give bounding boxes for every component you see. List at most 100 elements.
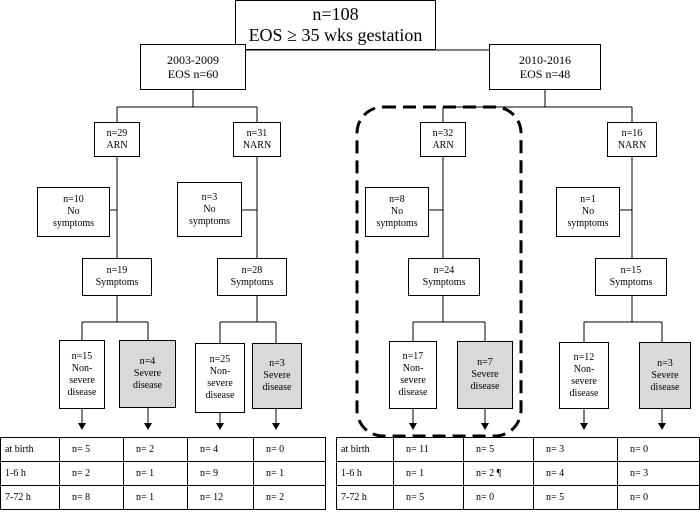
severe-label: Severe [133, 368, 162, 379]
period-eos-count: EOS n=60 [167, 67, 219, 81]
non-severe-label: disease [205, 390, 235, 401]
table-row: 1-6 h n= 1 n= 2 ¶ n= 4 n= 3 [336, 461, 700, 486]
table-row: 7-72 h n= 8 n= 1 n= 12 n= 2 [0, 485, 326, 510]
group-count: n=29 [106, 127, 128, 139]
highlight-dashed-outline [355, 105, 523, 438]
severe-count: n=3 [657, 357, 673, 369]
severe-label: Severe [471, 369, 499, 380]
non-severe-label: disease [569, 387, 599, 399]
table-cell: n= 2 [123, 437, 188, 462]
timing-table-2010-2016: at birth n= 11 n= 5 n= 3 n= 0 1-6 h n= 1… [336, 437, 700, 510]
symptoms-box: n=15 Symptoms [595, 258, 667, 296]
table-cell: n= 1 [393, 461, 464, 486]
group-box-narn-2010: n=16 NARN [607, 122, 657, 157]
symptoms-box: n=28 Symptoms [217, 258, 287, 296]
row-label: at birth [336, 437, 394, 462]
non-severe-label: severe [400, 375, 426, 386]
non-severe-disease-box: n=25 Non- severe disease [195, 343, 245, 413]
non-severe-count: n=15 [71, 350, 93, 362]
no-symptoms-label: symptoms [188, 215, 231, 227]
non-severe-count: n=25 [209, 354, 231, 365]
symptoms-count: n=19 [106, 265, 128, 276]
symptoms-count: n=28 [241, 265, 263, 276]
non-severe-label: Non- [209, 366, 231, 377]
non-severe-label: Non- [71, 362, 93, 374]
table-cell: n= 5 [463, 437, 534, 462]
severe-label: disease [470, 381, 500, 392]
table-cell: n= 2 [253, 485, 326, 510]
table-cell: n= 2 [59, 461, 124, 486]
non-severe-disease-box: n=15 Non- severe disease [59, 340, 105, 409]
symptoms-label: Symptoms [95, 277, 139, 288]
symptoms-label: Symptoms [422, 277, 466, 288]
period-years: 2003-2009 [167, 53, 219, 67]
group-box-arn-2003: n=29 ARN [94, 122, 140, 157]
no-symptoms-box: n=3 No symptoms [177, 182, 242, 237]
non-severe-disease-box: n=12 Non- severe disease [559, 342, 609, 409]
timing-table-2003-2009: at birth n= 5 n= 2 n= 4 n= 0 1-6 h n= 2 … [0, 437, 326, 510]
group-count: n=16 [621, 127, 643, 139]
group-label: ARN [432, 139, 454, 151]
symptoms-label: Symptoms [230, 277, 274, 288]
no-symptoms-label: No [203, 203, 216, 215]
table-cell: n= 9 [187, 461, 254, 486]
no-symptoms-box: n=1 No symptoms [556, 187, 620, 237]
table-cell: n= 0 [617, 437, 700, 462]
no-symptoms-label: symptoms [52, 218, 95, 229]
row-label: at birth [0, 437, 60, 462]
non-severe-label: Non- [573, 363, 595, 375]
non-severe-disease-box: n=17 Non- severe disease [389, 341, 437, 409]
symptoms-label: Symptoms [609, 277, 653, 288]
no-symptoms-label: symptoms [376, 218, 418, 229]
non-severe-label: severe [571, 375, 597, 387]
no-symptoms-count: n=1 [580, 194, 596, 205]
symptoms-box: n=24 Symptoms [408, 258, 480, 296]
non-severe-label: severe [69, 374, 95, 386]
table-cell: n= 4 [533, 461, 618, 486]
table-row: 1-6 h n= 2 n= 1 n= 9 n= 1 [0, 461, 326, 486]
severe-label: disease [133, 380, 162, 391]
severe-disease-box: n=3 Severe disease [252, 343, 302, 409]
table-cell: n= 1 [253, 461, 326, 486]
total-description: EOS ≥ 35 wks gestation [248, 25, 423, 45]
symptoms-count: n=15 [620, 265, 642, 276]
table-row: at birth n= 5 n= 2 n= 4 n= 0 [0, 437, 326, 462]
table-row: at birth n= 11 n= 5 n= 3 n= 0 [336, 437, 700, 462]
no-symptoms-count: n=8 [389, 194, 405, 205]
non-severe-count: n=17 [402, 351, 424, 362]
table-cell: n= 5 [533, 485, 618, 510]
group-box-arn-2010: n=32 ARN [420, 122, 466, 157]
total-count: n=108 [312, 4, 359, 24]
no-symptoms-label: symptoms [567, 218, 609, 229]
severe-disease-box: n=7 Severe disease [457, 341, 513, 409]
group-label: NARN [242, 139, 272, 151]
table-cell: n= 3 [617, 461, 700, 486]
group-count: n=32 [432, 127, 454, 139]
table-cell: n= 5 [59, 437, 124, 462]
severe-disease-box: n=4 Severe disease [119, 340, 176, 408]
severe-count: n=4 [139, 356, 156, 367]
severe-label: disease [650, 381, 680, 393]
symptoms-count: n=24 [433, 265, 455, 276]
table-cell: n= 12 [187, 485, 254, 510]
no-symptoms-label: No [67, 206, 80, 217]
symptoms-box: n=19 Symptoms [82, 258, 152, 296]
table-cell: n= 1 [123, 461, 188, 486]
group-count: n=31 [246, 127, 268, 139]
no-symptoms-count: n=10 [63, 194, 84, 205]
group-label: NARN [617, 139, 647, 151]
table-cell: n= 0 [617, 485, 700, 510]
table-cell: n= 3 [533, 437, 618, 462]
no-symptoms-count: n=3 [201, 191, 218, 203]
non-severe-label: disease [398, 387, 428, 398]
severe-label: Severe [263, 370, 291, 381]
row-label: 1-6 h [336, 461, 394, 486]
severe-label: Severe [651, 369, 679, 381]
no-symptoms-label: No [390, 206, 404, 217]
non-severe-label: Non- [402, 363, 424, 374]
table-row: 7-72 h n= 5 n= 0 n= 5 n= 0 [336, 485, 700, 510]
row-label: 7-72 h [0, 485, 60, 510]
period-years: 2010-2016 [519, 53, 571, 67]
table-cell: n= 8 [59, 485, 124, 510]
